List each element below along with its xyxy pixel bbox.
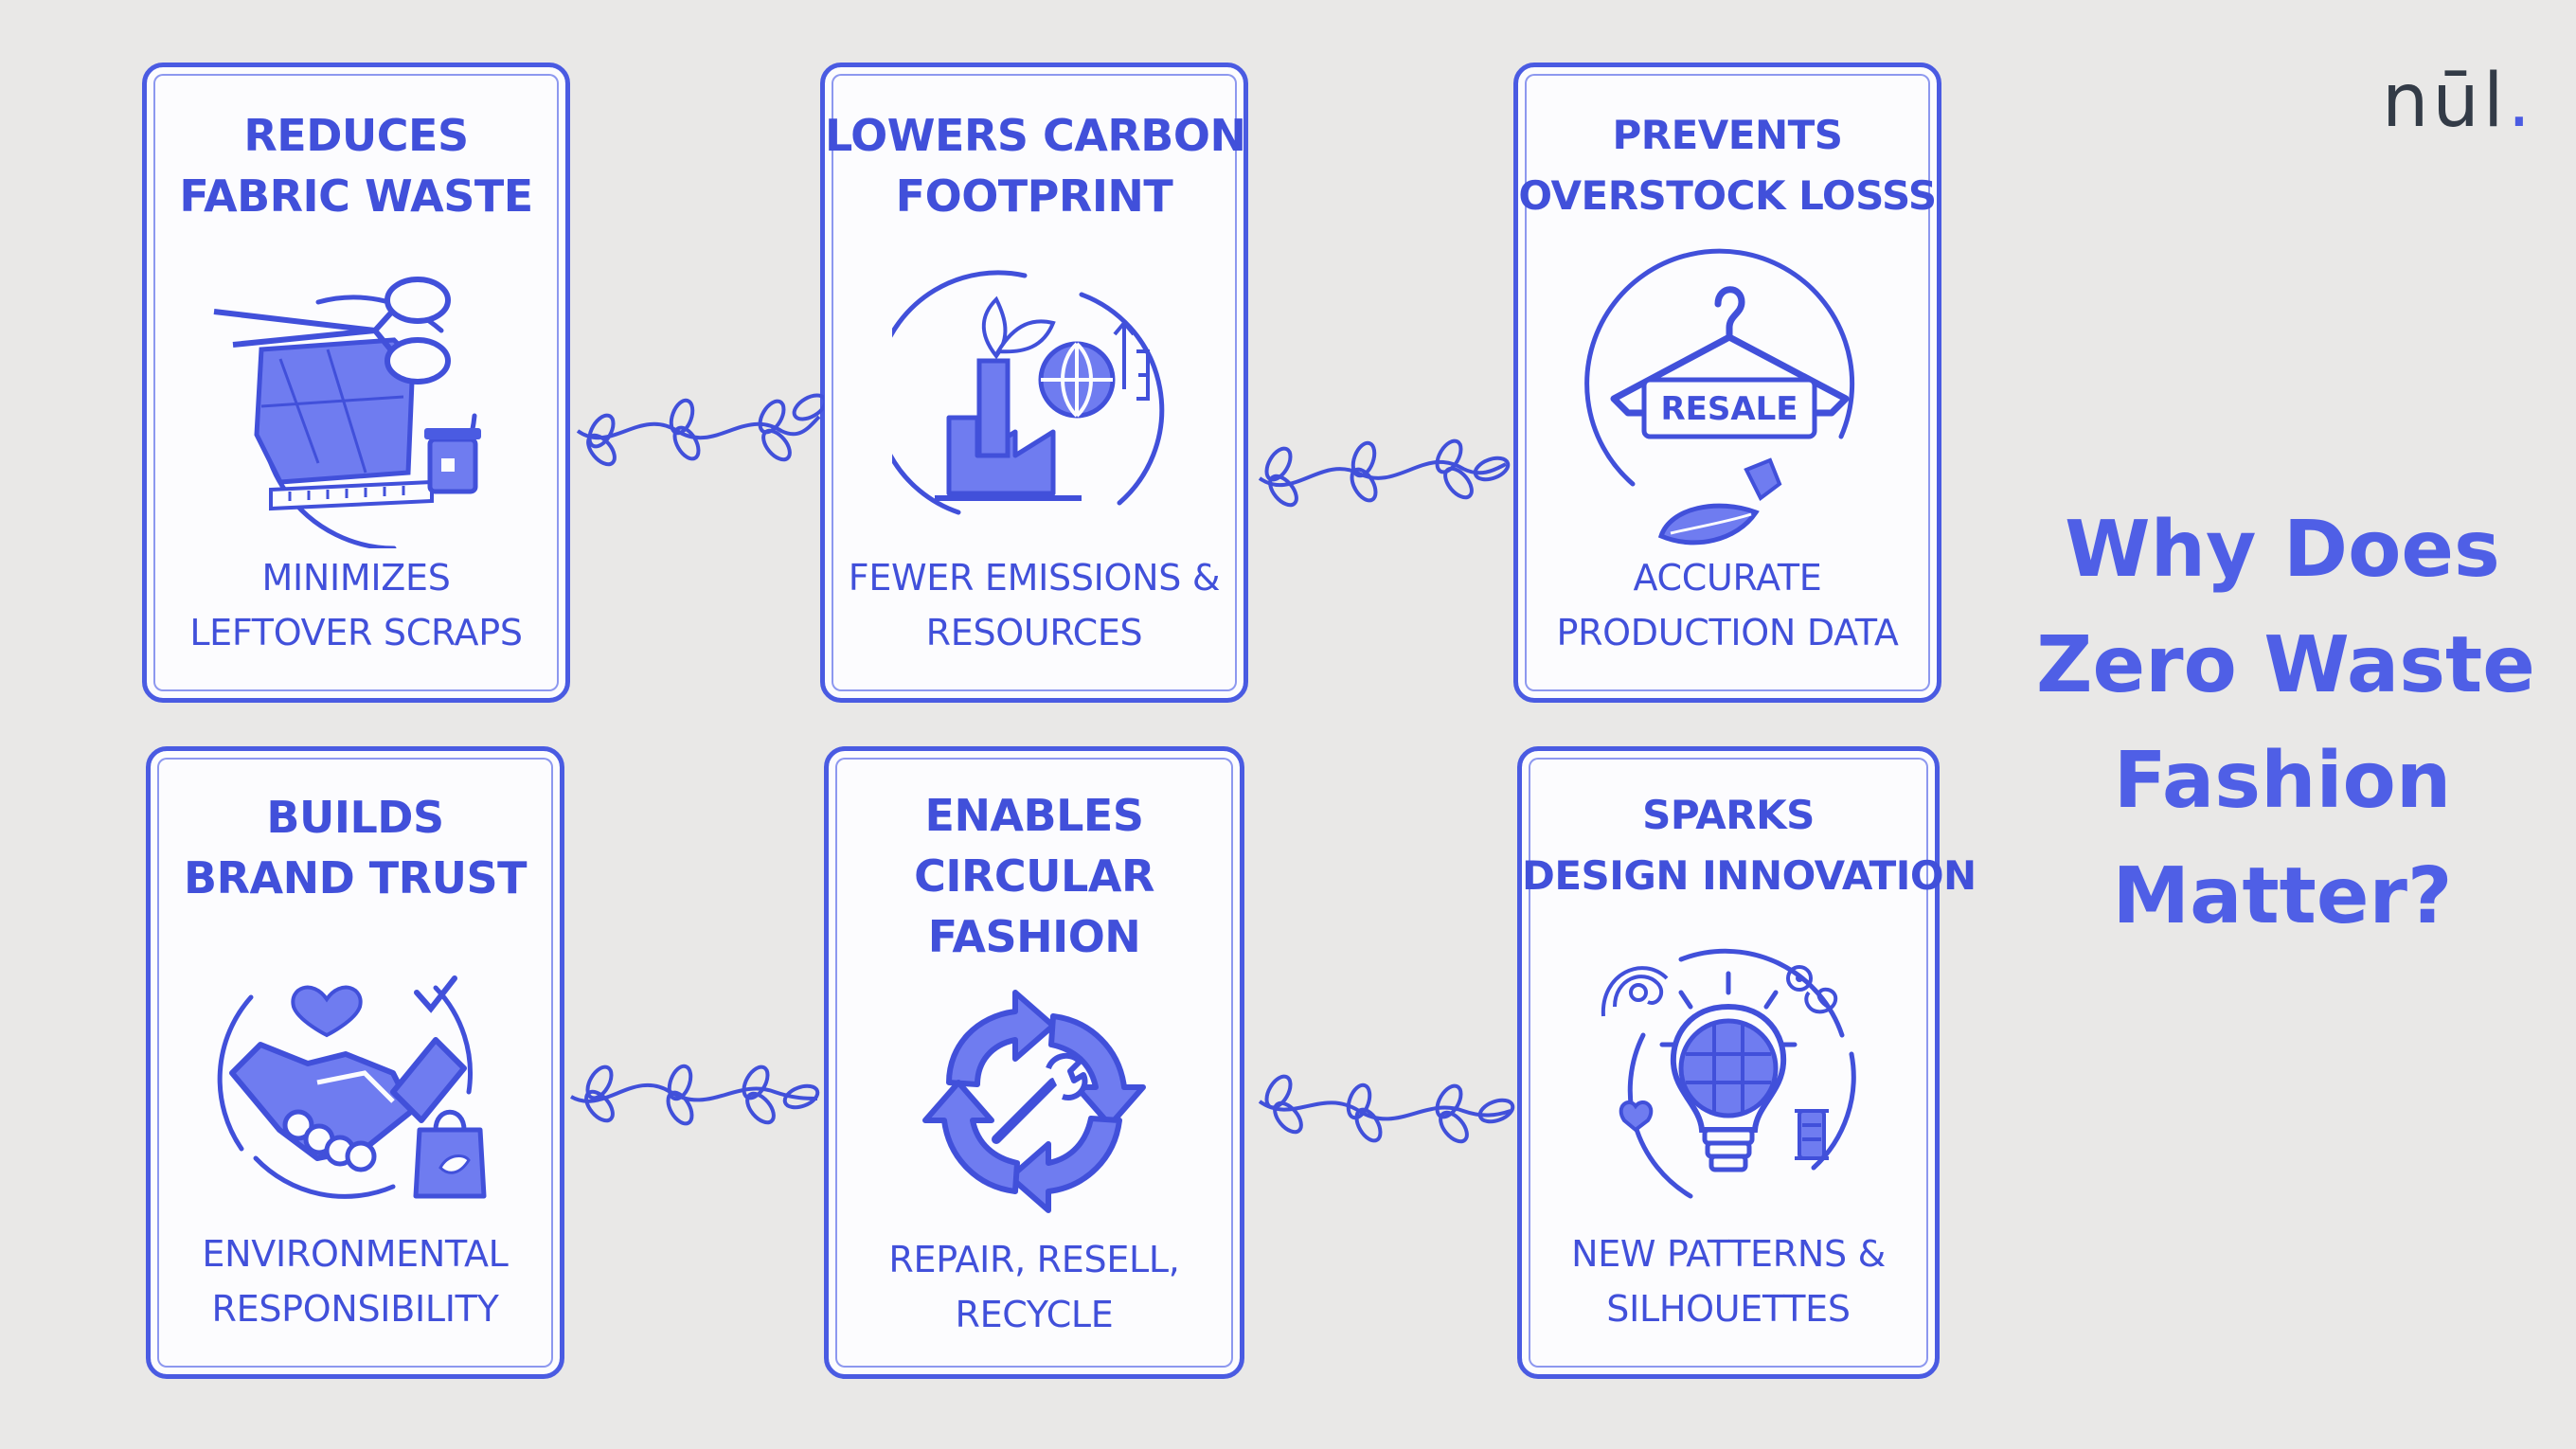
card-title: BUILDS BRAND TRUST [151,787,560,908]
headline-line-2: Zero Waste [2036,620,2535,710]
card-title-line: ENABLES [924,790,1144,841]
card-subtitle-line: PRODUCTION DATA [1556,612,1899,653]
card-title-line: LOWERS CARBON [825,110,1246,161]
card-title: SPARKS DESIGN INNOVATION [1522,785,1977,906]
card-subtitle-line: RECYCLE [955,1294,1114,1335]
card-enables-circular-fashion: ENABLES CIRCULAR FASHION REPAIR, RESELL,… [824,746,1244,1379]
card-title-line: OVERSTOCK LOSSS [1518,172,1937,219]
card-title-line: BRAND TRUST [184,852,527,903]
lightbulb-idea-icon [1601,948,1856,1199]
card-subtitle-line: NEW PATTERNS & [1571,1233,1886,1275]
brand-logo: nūl. [2382,59,2534,144]
card-subtitle-line: ACCURATE [1633,557,1822,599]
card-title-line: FOOTPRINT [895,170,1173,222]
resale-label: RESALE [1660,390,1798,428]
card-title: PREVENTS OVERSTOCK LOSSS [1518,105,1937,226]
card-subtitle: REPAIR, RESELL, RECYCLE [829,1232,1240,1342]
hanger-resale-icon: RESALE [1584,248,1855,546]
vine-connector-bottom-left [570,1064,820,1126]
card-reduces-fabric-waste: REDUCES FABRIC WASTE MINIMIZES LEFTOVER … [142,63,570,703]
card-subtitle: ACCURATE PRODUCTION DATA [1518,550,1937,660]
vine-connector-top-left [576,393,824,467]
card-title-line: PREVENTS [1612,112,1843,158]
card-title: REDUCES FABRIC WASTE [147,105,565,226]
brand-logo-text: nūl [2382,59,2508,144]
headline-line-3: Fashion [2113,736,2452,826]
card-title-line: FASHION [927,911,1141,962]
card-subtitle-line: RESOURCES [925,612,1143,653]
card-title-line: BUILDS [266,792,444,843]
card-subtitle: FEWER EMISSIONS & RESOURCES [825,550,1243,660]
card-title: LOWERS CARBON FOOTPRINT [825,105,1246,226]
card-title-line: DESIGN INNOVATION [1522,852,1977,899]
headline-line-1: Why Does [2065,505,2500,595]
card-subtitle-line: MINIMIZES [261,557,451,599]
card-lowers-carbon-footprint: LOWERS CARBON FOOTPRINT FEWER EMISSIONS … [820,63,1248,703]
card-subtitle-line: SILHOUETTES [1606,1288,1851,1330]
handshake-icon [217,975,487,1199]
card-title-line: FABRIC WASTE [179,170,533,222]
card-title-line: SPARKS [1642,792,1815,838]
card-title: ENABLES CIRCULAR FASHION [829,785,1240,967]
card-subtitle-line: RESPONSIBILITY [211,1288,499,1330]
card-subtitle-line: ENVIRONMENTAL [202,1233,509,1275]
card-subtitle: MINIMIZES LEFTOVER SCRAPS [147,550,565,660]
vine-connector-bottom-right [1258,1074,1515,1144]
card-title-line: REDUCES [243,110,469,161]
brand-logo-dot: . [2507,59,2535,144]
vine-connector-top-right [1258,438,1511,508]
card-subtitle-line: REPAIR, RESELL, [888,1239,1180,1280]
card-subtitle: ENVIRONMENTAL RESPONSIBILITY [151,1226,560,1336]
card-builds-brand-trust: BUILDS BRAND TRUST ENVIRONMENTAL RESPONS… [146,746,564,1379]
card-subtitle-line: LEFTOVER SCRAPS [189,612,523,653]
card-prevents-overstock-loss: PREVENTS OVERSTOCK LOSSS RESALE ACCURATE… [1513,63,1941,703]
scissors-fabric-icon [213,277,481,548]
card-subtitle: NEW PATTERNS & SILHOUETTES [1522,1226,1935,1336]
card-subtitle-line: FEWER EMISSIONS & [848,557,1221,599]
card-sparks-design-innovation: SPARKS DESIGN INNOVATION NEW PATTERNS & … [1517,746,1977,1379]
headline: Why Does Zero Waste Fashion Matter? [2036,492,2535,955]
headline-line-4: Matter? [2112,851,2453,941]
factory-globe-icon [892,270,1165,515]
recycle-arrows-icon [922,990,1146,1213]
card-title-line: CIRCULAR [914,850,1154,902]
